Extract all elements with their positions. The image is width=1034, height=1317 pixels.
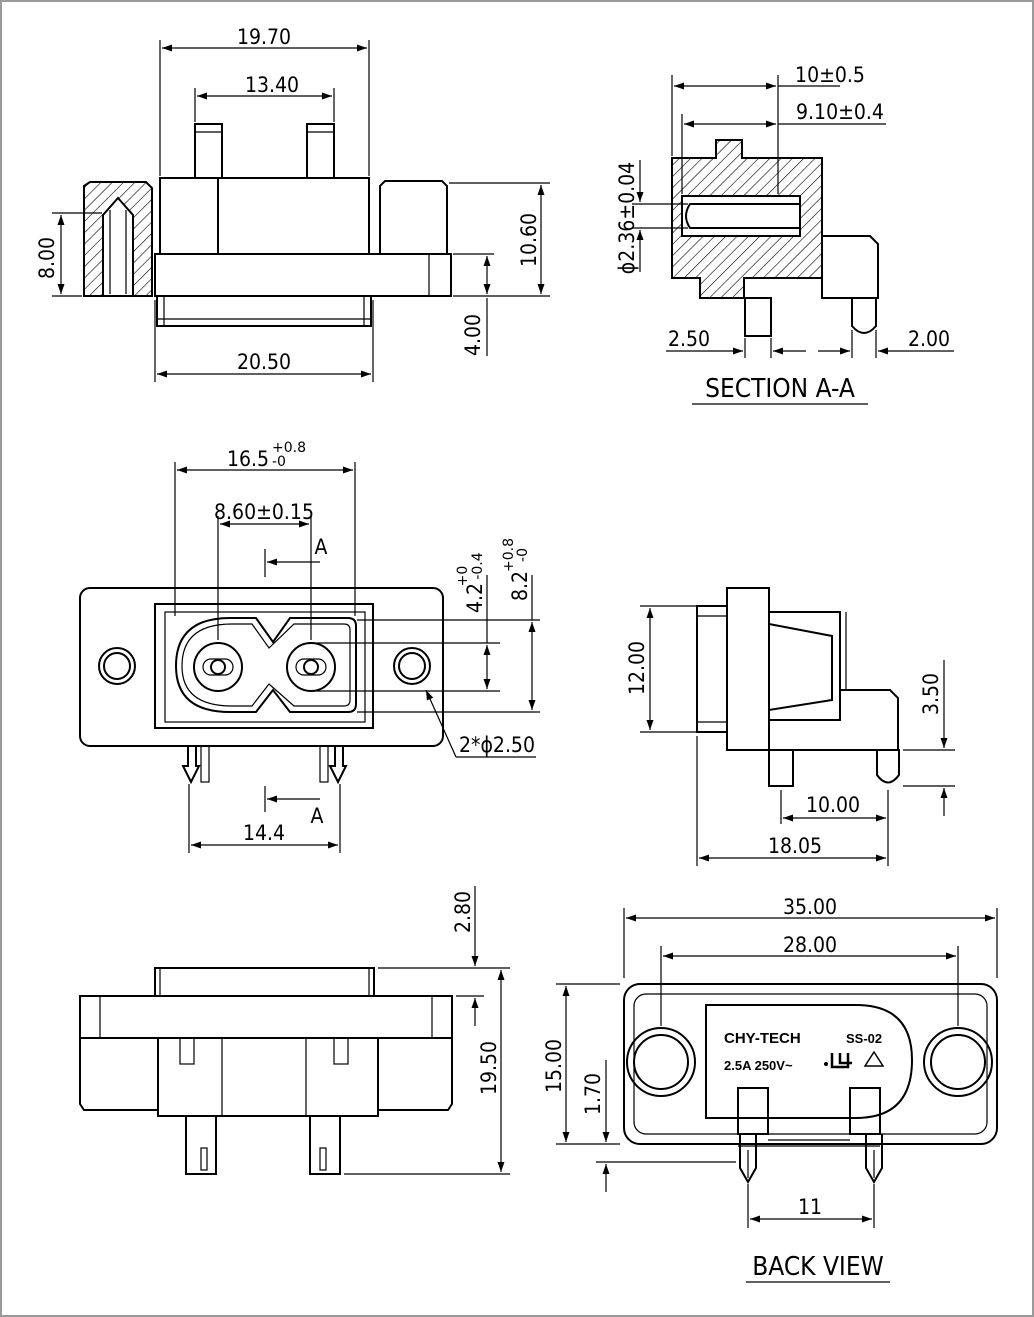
dim-18-05: 18.05 — [768, 834, 822, 858]
dim-12-00: 12.00 — [625, 641, 649, 695]
dim-4-2-tol-plus: +0 — [455, 566, 471, 587]
front-view: 16.5 +0.8 -0 8.60±0.15 A A 4.2 +0 -0.4 8… — [79, 440, 540, 853]
dim-8-00: 8.00 — [35, 237, 59, 279]
section-a-a-title: SECTION A-A — [705, 374, 855, 404]
dim-4-2-tol-minus: -0.4 — [470, 552, 486, 579]
safety-triangle-icon — [863, 1050, 885, 1067]
ul-mark-icon — [824, 1053, 852, 1069]
brand-label: CHY-TECH — [724, 1030, 801, 1047]
dim-15-00: 15.00 — [542, 1039, 566, 1093]
section-a-a-view: 10±0.5 9.10±0.4 ϕ2.36±0.04 2.50 2.00 SEC… — [615, 63, 954, 405]
dim-11: 11 — [798, 1195, 822, 1219]
dim-pin-diameter: ϕ2.36±0.04 — [615, 162, 639, 274]
section-mark-a-bottom: A — [311, 804, 324, 828]
dim-3-50: 3.50 — [919, 673, 943, 715]
bottom-view: 2.80 19.50 — [79, 886, 510, 1175]
top-view: 19.70 13.40 8.00 10.60 4.00 20.50 — [35, 25, 550, 382]
dim-8-2-tol-plus: +0.8 — [501, 538, 517, 572]
dim-13-40: 13.40 — [245, 73, 299, 97]
dim-4-00: 4.00 — [461, 314, 485, 356]
dim-1-70: 1.70 — [581, 1073, 605, 1115]
side-view: 12.00 3.50 10.00 18.05 — [625, 587, 955, 866]
dim-2-00: 2.00 — [908, 327, 950, 351]
back-view-title: BACK VIEW — [752, 1252, 884, 1282]
dim-10-60: 10.60 — [517, 213, 541, 267]
dim-19-70: 19.70 — [237, 25, 291, 49]
dim-4-2: 4.2 — [463, 583, 487, 613]
model-label: SS-02 — [846, 1031, 882, 1046]
dim-16-5: 16.5 — [227, 447, 269, 471]
dim-16-5-tol-plus: +0.8 — [272, 440, 306, 456]
section-mark-a-top: A — [315, 535, 328, 559]
dim-14-4: 14.4 — [243, 821, 285, 845]
dim-2-80: 2.80 — [451, 891, 475, 933]
dim-9-10: 9.10±0.4 — [796, 100, 884, 124]
rating-label: 2.5A 250V~ — [724, 1058, 793, 1073]
dim-16-5-tol-minus: -0 — [272, 454, 286, 470]
dim-28-00: 28.00 — [783, 933, 837, 957]
dim-10-0-5: 10±0.5 — [795, 63, 865, 87]
dim-35-00: 35.00 — [783, 895, 837, 919]
dim-20-50: 20.50 — [237, 350, 291, 374]
dim-10-00: 10.00 — [806, 793, 860, 817]
back-view: CHY-TECH SS-02 2.5A 250V~ 35.00 28.00 — [542, 895, 998, 1283]
dim-hole-diameter: 2*ϕ2.50 — [459, 733, 535, 757]
dim-8-2: 8.2 — [508, 571, 532, 601]
dim-8-60: 8.60±0.15 — [214, 500, 314, 524]
dim-8-2-tol-minus: -0 — [515, 548, 531, 562]
dim-2-50: 2.50 — [668, 327, 710, 351]
dim-19-50: 19.50 — [477, 1041, 501, 1095]
